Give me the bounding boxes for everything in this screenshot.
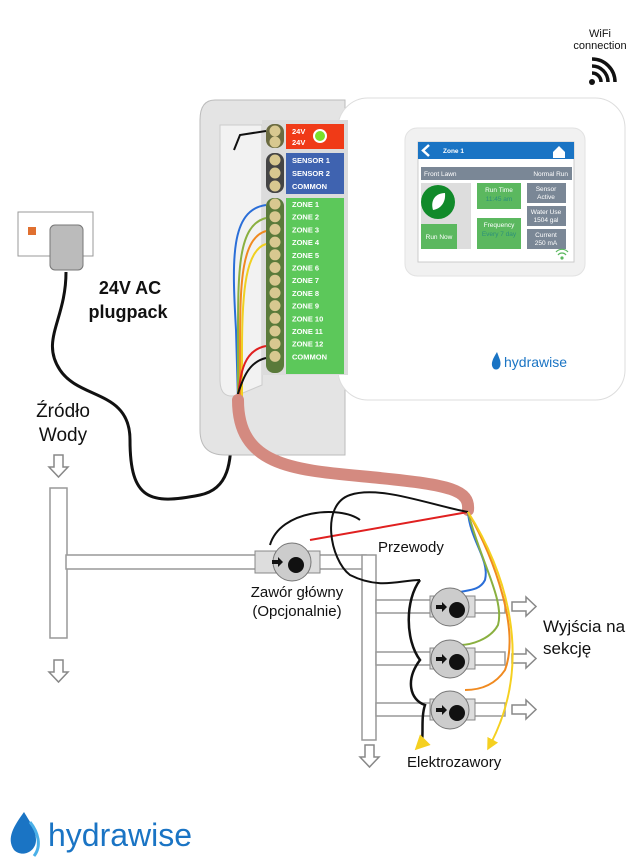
run-now-button[interactable] (421, 224, 457, 249)
svg-text:Active: Active (537, 194, 555, 201)
terminal-screw[interactable] (269, 262, 281, 273)
controller-screen: Zone 1 Front Lawn Normal Run Run Now Run… (417, 141, 575, 263)
svg-text:(Opcjonalnie): (Opcjonalnie) (252, 603, 341, 620)
zone-terminal-label: ZONE 6 (292, 264, 319, 273)
home-icon[interactable] (553, 146, 565, 158)
svg-text:Normal Run: Normal Run (533, 171, 568, 178)
zone-terminal-label: ZONE 8 (292, 289, 319, 298)
zone-outputs-label: Wyjścia na sekcję (543, 617, 626, 658)
terminal-screw[interactable] (269, 325, 281, 337)
power-terminal-label: 24V (292, 127, 305, 136)
controller-brand-logo: hydrawise (491, 352, 567, 370)
terminal-screw[interactable] (269, 180, 281, 192)
zone-terminal-label: ZONE 10 (292, 314, 323, 323)
wires-label: Przewody (378, 539, 444, 556)
sensor-terminal-label: SENSOR 2 (292, 169, 330, 178)
svg-text:250 mA: 250 mA (535, 240, 558, 247)
terminal-screw[interactable] (269, 154, 281, 166)
hydrawise-logo: hydrawise (10, 812, 192, 857)
sensor-terminal-label: COMMON (292, 182, 327, 191)
svg-text:hydrawise: hydrawise (504, 354, 567, 370)
master-valve-label: Zawór główny (Opcjonalnie) (251, 584, 344, 620)
zone-terminal-label: COMMON (292, 352, 327, 361)
sensor-terminal-label: SENSOR 1 (292, 156, 330, 165)
terminal-screw[interactable] (269, 249, 281, 261)
screen-title: Zone 1 (443, 148, 464, 155)
zone-terminal-label: ZONE 5 (292, 251, 319, 260)
terminal-screw[interactable] (269, 287, 281, 299)
svg-text:Current: Current (535, 232, 557, 239)
terminal-screw[interactable] (269, 136, 281, 148)
svg-text:11:45 am: 11:45 am (486, 196, 513, 203)
leaf-icon (432, 193, 446, 210)
svg-text:Water Use: Water Use (531, 209, 562, 216)
svg-text:hydrawise: hydrawise (48, 817, 192, 853)
zone-valve-2 (429, 639, 476, 679)
svg-text:Frequency: Frequency (484, 222, 515, 229)
zone-terminal-label: ZONE 7 (292, 276, 319, 285)
terminal-strip: 24V 24V SENSOR 1 SENSOR 2 COMMON ZONE 1 ZONE 2… (262, 120, 348, 375)
svg-text:plugpack: plugpack (88, 302, 168, 322)
terminal-screw[interactable] (269, 350, 281, 362)
plugpack-label: 24V AC plugpack (88, 278, 168, 322)
terminal-screw[interactable] (269, 211, 281, 223)
multi-core-cable (232, 394, 475, 516)
svg-text:Run Time: Run Time (485, 187, 513, 194)
zone-terminal-block (286, 198, 344, 374)
svg-text:Zawór główny: Zawór główny (251, 584, 344, 601)
zone-terminal-label: ZONE 12 (292, 340, 323, 349)
svg-text:connection: connection (573, 40, 626, 52)
zone-terminal-label: ZONE 4 (292, 238, 320, 247)
wifi-icon (589, 57, 617, 85)
terminal-screw[interactable] (269, 223, 281, 235)
svg-text:sekcję: sekcję (543, 639, 591, 658)
zone-terminal-label: ZONE 9 (292, 302, 319, 311)
plugpack-cable (50, 133, 261, 501)
svg-text:Every 7 day: Every 7 day (482, 231, 517, 238)
flow-arrows (47, 454, 538, 769)
terminal-screw[interactable] (269, 338, 281, 350)
terminal-screw[interactable] (269, 300, 281, 312)
back-icon[interactable] (421, 144, 430, 157)
svg-text:WiFi: WiFi (589, 28, 611, 40)
svg-text:Run Now: Run Now (426, 234, 453, 241)
field-wires (269, 491, 514, 751)
zone-valve-3 (429, 690, 476, 730)
zone-terminal-label: ZONE 1 (292, 200, 319, 209)
solenoids-label: Elektrozawory (407, 754, 502, 771)
svg-text:Źródło: Źródło (36, 401, 90, 422)
wifi-label: WiFi connection (573, 28, 626, 52)
zone-terminal-label: ZONE 2 (292, 213, 319, 222)
screen-wifi-icon (555, 248, 569, 260)
svg-text:1504 gal: 1504 gal (534, 217, 559, 224)
svg-text:24V AC: 24V AC (99, 278, 161, 298)
plugpack (49, 224, 84, 271)
power-led (313, 129, 327, 143)
zone-terminal-label: ZONE 3 (292, 225, 319, 234)
svg-text:Wody: Wody (39, 425, 88, 446)
master-valve (254, 542, 321, 582)
svg-text:Wyjścia na: Wyjścia na (543, 617, 626, 636)
svg-text:Sensor: Sensor (536, 186, 557, 193)
terminal-screw[interactable] (269, 312, 281, 324)
svg-text:Front Lawn: Front Lawn (424, 171, 457, 178)
water-source-label: Źródło Wody (36, 401, 90, 446)
terminal-screw[interactable] (269, 198, 281, 210)
terminal-screw[interactable] (269, 167, 281, 179)
terminal-screw[interactable] (269, 125, 281, 137)
terminal-screw[interactable] (269, 274, 281, 286)
power-terminal-label: 24V (292, 138, 305, 147)
zone-terminal-label: ZONE 11 (292, 327, 323, 336)
sensor-terminal-block (286, 153, 344, 194)
terminal-screw[interactable] (269, 236, 281, 248)
zone-valve-1 (429, 587, 476, 627)
